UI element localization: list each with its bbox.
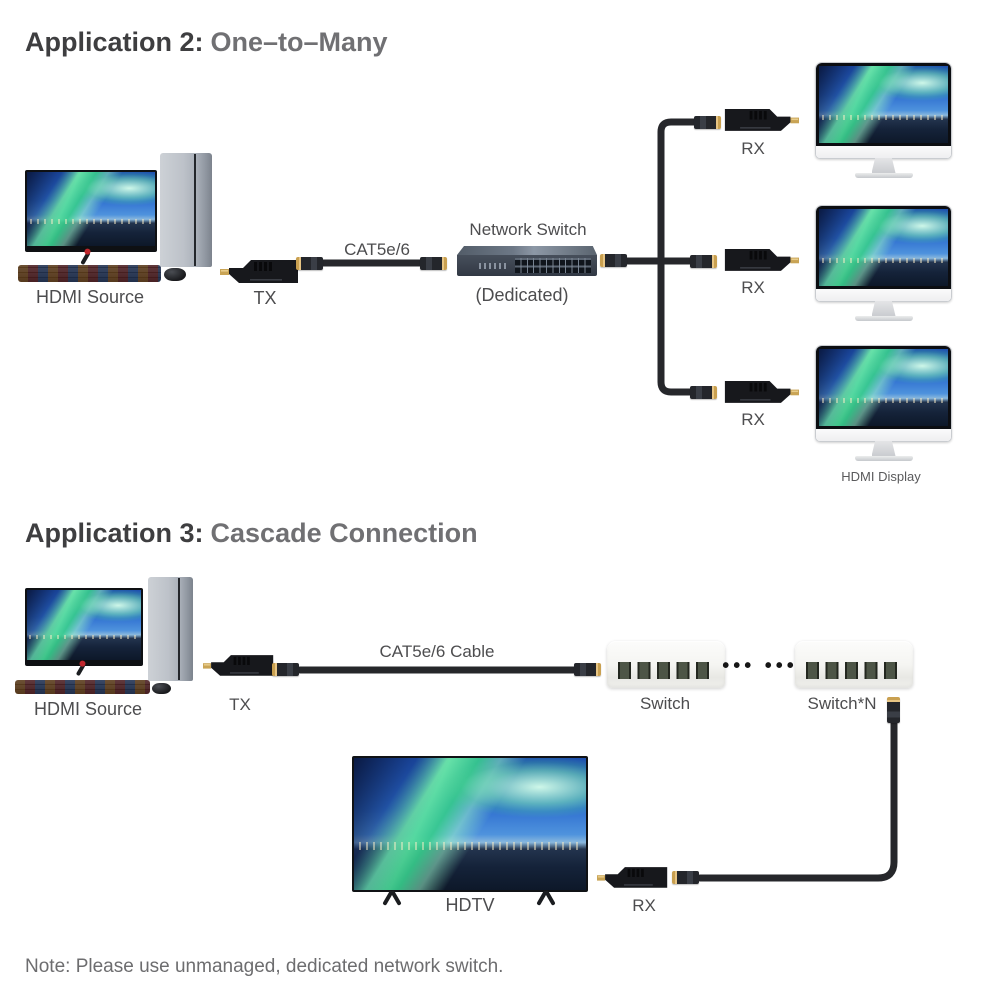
rj45-plug-icon bbox=[887, 697, 900, 723]
app3-title: Application 3:Cascade Connection bbox=[25, 518, 478, 549]
app3-cable-label: CAT5e/6 Cable bbox=[379, 642, 495, 661]
aurora-wallpaper bbox=[819, 209, 948, 286]
hdtv-icon bbox=[352, 756, 588, 892]
pc-tower bbox=[160, 153, 212, 267]
display-stand bbox=[871, 301, 896, 316]
rx-dongle-icon bbox=[724, 109, 799, 131]
app2-source-label: HDMI Source bbox=[35, 287, 145, 307]
hdmi-display-monitor bbox=[815, 345, 952, 461]
app2-title: Application 2:One–to–Many bbox=[25, 27, 388, 58]
rx1-label: RX bbox=[741, 139, 765, 158]
app2-display-label: HDMI Display bbox=[841, 469, 921, 484]
rj45-plug-icon bbox=[690, 255, 717, 268]
display-base bbox=[854, 316, 913, 321]
cat-cable-paths bbox=[296, 118, 898, 882]
mouse bbox=[152, 683, 171, 694]
rx3-label: RX bbox=[741, 410, 765, 429]
hdmi-display-monitor bbox=[815, 62, 952, 178]
app3-title-bold: Application 3: bbox=[25, 518, 204, 548]
app2-switch-sublabel: (Dedicated) bbox=[475, 285, 569, 305]
network-switch-leds bbox=[479, 263, 509, 269]
app2-title-bold: Application 2: bbox=[25, 27, 204, 57]
rj45-plug-icon bbox=[272, 663, 299, 676]
rx-dongle-icon bbox=[597, 867, 668, 888]
network-switch-top bbox=[457, 246, 597, 255]
display-stand bbox=[871, 158, 896, 173]
rj45-plug-icon bbox=[574, 663, 601, 676]
cable-switchN-to-rx-app3 bbox=[696, 718, 898, 882]
tv-foot bbox=[528, 891, 564, 907]
pc-tower bbox=[148, 577, 193, 681]
app3-switch-label: Switch bbox=[639, 694, 691, 713]
mouse bbox=[164, 268, 186, 281]
app3-rx-label: RX bbox=[632, 896, 656, 915]
source-monitor bbox=[25, 170, 157, 252]
app3-title-rest: Cascade Connection bbox=[210, 518, 478, 548]
switch-ports bbox=[806, 662, 903, 679]
rx-dongle-icon bbox=[724, 249, 799, 271]
network-switch-icon bbox=[457, 246, 597, 276]
network-switch-front bbox=[457, 255, 597, 276]
keyboard bbox=[18, 265, 161, 282]
aurora-wallpaper bbox=[27, 590, 141, 660]
rj45-plug-icon bbox=[600, 254, 627, 267]
display-stand bbox=[871, 441, 896, 456]
cable-trunk-branches bbox=[657, 118, 704, 396]
rx-dongle-icon bbox=[724, 381, 799, 403]
source-monitor-stand bbox=[68, 252, 110, 266]
rj45-plug-icon bbox=[690, 386, 717, 399]
desktop-switch-icon bbox=[607, 641, 725, 688]
app2-title-rest: One–to–Many bbox=[210, 27, 388, 57]
app2-tx-label: TX bbox=[253, 288, 277, 308]
app3-tx-label: TX bbox=[229, 695, 251, 714]
keyboard bbox=[15, 680, 150, 694]
display-base bbox=[854, 456, 913, 461]
rx2-label: RX bbox=[741, 278, 765, 297]
hdmi-display-monitor bbox=[815, 205, 952, 321]
app3-switch-n-label: Switch*N bbox=[807, 694, 877, 713]
rj45-plug-icon bbox=[672, 871, 699, 884]
source-monitor-stand bbox=[64, 664, 104, 677]
app2-switch-label: Network Switch bbox=[469, 220, 587, 239]
cascade-dots: ••• ••• bbox=[722, 655, 798, 677]
tx-dongle-icon bbox=[220, 260, 298, 283]
tv-foot bbox=[374, 891, 410, 907]
network-switch-ports bbox=[515, 258, 591, 273]
rj45-plug-icon bbox=[296, 257, 323, 270]
rj45-plug-icon bbox=[694, 116, 721, 129]
desktop-switch-n-icon bbox=[795, 641, 913, 688]
aurora-wallpaper bbox=[819, 349, 948, 426]
app3-hdtv-label: HDTV bbox=[445, 895, 495, 915]
aurora-wallpaper bbox=[27, 172, 155, 246]
switch-ports bbox=[618, 662, 715, 679]
app3-source-label: HDMI Source bbox=[33, 699, 143, 719]
aurora-wallpaper bbox=[819, 66, 948, 143]
source-monitor bbox=[25, 588, 143, 666]
rj45-plug-icon bbox=[420, 257, 447, 270]
display-base bbox=[854, 173, 913, 178]
aurora-wallpaper bbox=[354, 758, 586, 890]
app2-cable-label: CAT5e/6 bbox=[344, 240, 410, 259]
footer-note: Note: Please use unmanaged, dedicated ne… bbox=[25, 956, 504, 977]
tx-dongle-icon bbox=[203, 655, 274, 676]
